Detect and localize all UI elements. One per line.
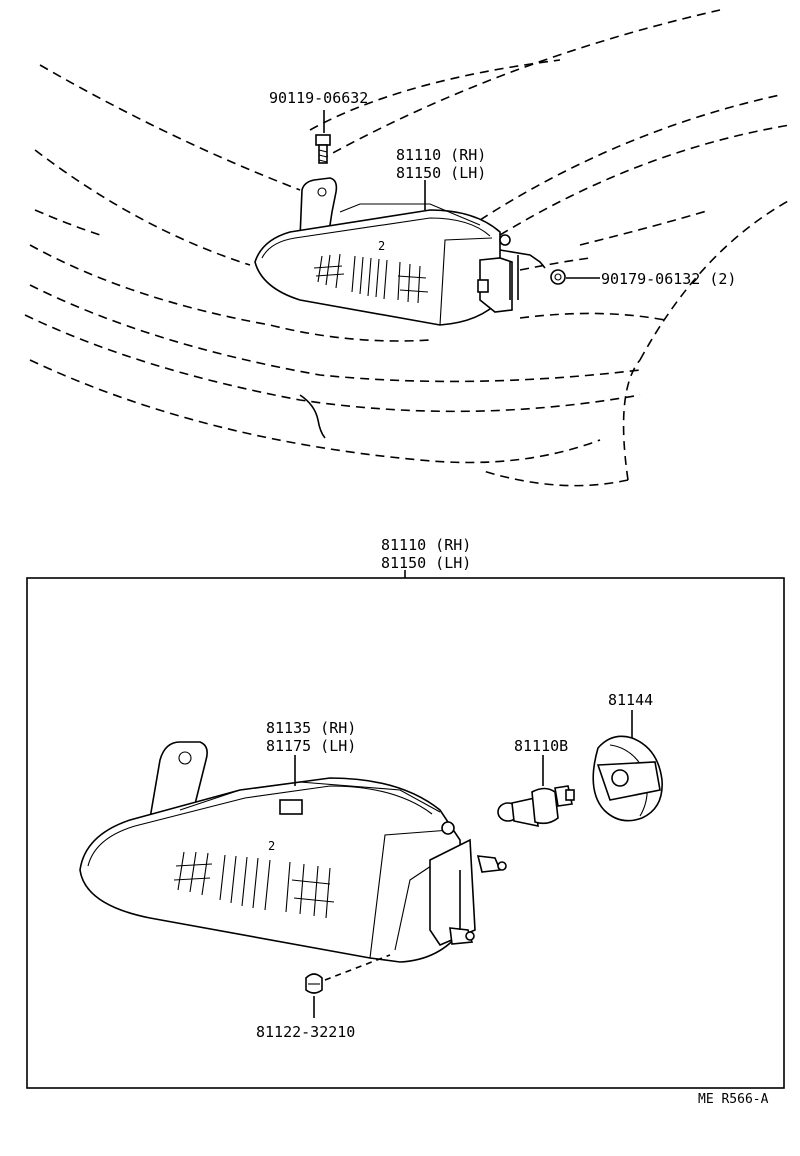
callout-headlamp-top-lh: 81150 (LH) <box>396 164 486 182</box>
bulb-part <box>497 785 575 828</box>
callout-unit-lh: 81175 (LH) <box>266 737 356 755</box>
callout-assembly-rh: 81110 (RH) <box>381 536 471 554</box>
nut-part <box>550 269 566 285</box>
callout-headlamp-top-rh: 81110 (RH) <box>396 146 486 164</box>
callout-bulb: 81110B <box>514 737 568 755</box>
headlamp-installed: 2 <box>254 177 546 326</box>
callout-assembly-lh: 81150 (LH) <box>381 554 471 572</box>
callout-nut: 90179-06132 (2) <box>601 270 736 288</box>
bolt-part <box>315 134 331 164</box>
svg-text:2: 2 <box>268 839 275 853</box>
vehicle-body-outline <box>24 9 791 487</box>
svg-text:2: 2 <box>378 239 385 253</box>
cover-part <box>592 735 663 822</box>
callout-cover: 81144 <box>608 691 653 709</box>
callout-bolt: 90119-06632 <box>269 89 368 107</box>
headlamp-unit-exploded: 2 <box>79 741 507 963</box>
footer-code: ME R566-A <box>698 1092 769 1107</box>
callout-clip: 81122-32210 <box>256 1023 355 1041</box>
callout-unit-rh: 81135 (RH) <box>266 719 356 737</box>
clip-part <box>305 973 323 994</box>
